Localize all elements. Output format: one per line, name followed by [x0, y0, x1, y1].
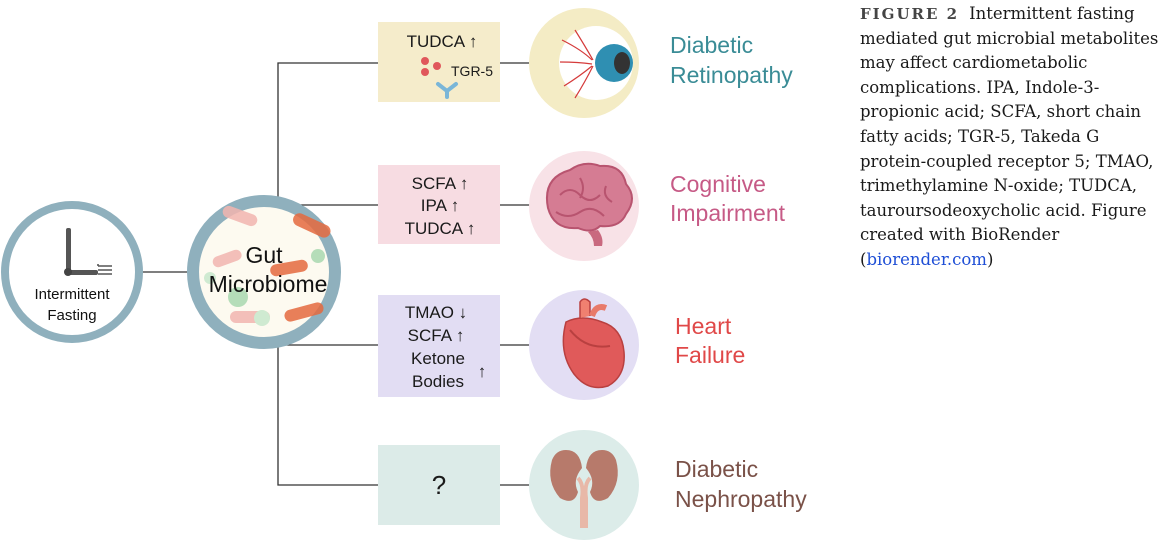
label-nephropathy-line2: Nephropathy [675, 486, 807, 512]
branch-heart: TMAO ↓ SCFA ↑ Ketone Bodies ↑ Heart Fail… [378, 290, 745, 400]
metabolite-box-retinopathy [378, 22, 500, 102]
fasting-label-line1: Intermittent [34, 286, 110, 303]
microbiome-label-line2: Microbiome [209, 271, 328, 297]
metabolite-tgr5: TGR-5 [451, 63, 493, 79]
metabolite-tudca: TUDCA ↑ [405, 219, 476, 238]
metabolite-unknown: ? [432, 470, 446, 500]
kidney-icon [550, 450, 618, 528]
metabolite-ketone: Ketone [411, 349, 465, 368]
metabolite-scfa: SCFA ↑ [408, 326, 465, 345]
metabolite-tudca: TUDCA ↑ [407, 32, 478, 51]
figure-label: FIGURE 2 [860, 5, 960, 23]
branch-nephropathy: ? Diabetic Nephropathy [378, 430, 807, 540]
biorender-link[interactable]: biorender.com [866, 249, 987, 269]
metabolite-box-heart [378, 295, 500, 397]
caption-text: Intermittent fasting mediated gut microb… [860, 4, 1159, 269]
label-cognitive-line1: Cognitive [670, 171, 766, 197]
metabolite-box-nephropathy [378, 445, 500, 525]
label-heart-line1: Heart [675, 313, 732, 339]
metabolite-box-cognitive [378, 165, 500, 244]
label-retinopathy-line1: Diabetic [670, 32, 753, 58]
metabolite-scfa: SCFA ↑ [412, 174, 469, 193]
clock-utensils-icon [64, 228, 112, 276]
fasting-microbiome-diagram: Intermittent Fasting Gut Microbiome TUDC… [1, 8, 807, 540]
caption-text-end: ) [986, 249, 994, 269]
metabolite-ketone-arrow: ↑ [478, 362, 487, 381]
gut-microbiome-node: Gut Microbiome [187, 195, 341, 349]
eye-icon [559, 26, 633, 100]
metabolite-bodies: Bodies [412, 372, 464, 391]
label-nephropathy-line1: Diabetic [675, 456, 758, 482]
label-retinopathy-line2: Retinopathy [670, 62, 793, 88]
label-cognitive-line2: Impairment [670, 200, 786, 226]
branch-cognitive: SCFA ↑ IPA ↑ TUDCA ↑ Cognitive Impairmen… [378, 151, 786, 261]
label-heart-line2: Failure [675, 342, 745, 368]
receptor-icon [421, 57, 458, 99]
metabolite-tmao: TMAO ↓ [405, 303, 467, 322]
bacteria-icon [204, 205, 331, 326]
metabolite-ipa: IPA ↑ [421, 196, 459, 215]
brain-icon [546, 162, 633, 246]
heart-icon [562, 298, 625, 389]
fasting-label-line2: Fasting [47, 307, 96, 324]
branch-retinopathy: TUDCA ↑ TGR-5 Diabetic Retinopathy [378, 8, 793, 118]
intermittent-fasting-node: Intermittent Fasting [1, 201, 143, 343]
microbiome-label-line1: Gut [245, 242, 283, 268]
